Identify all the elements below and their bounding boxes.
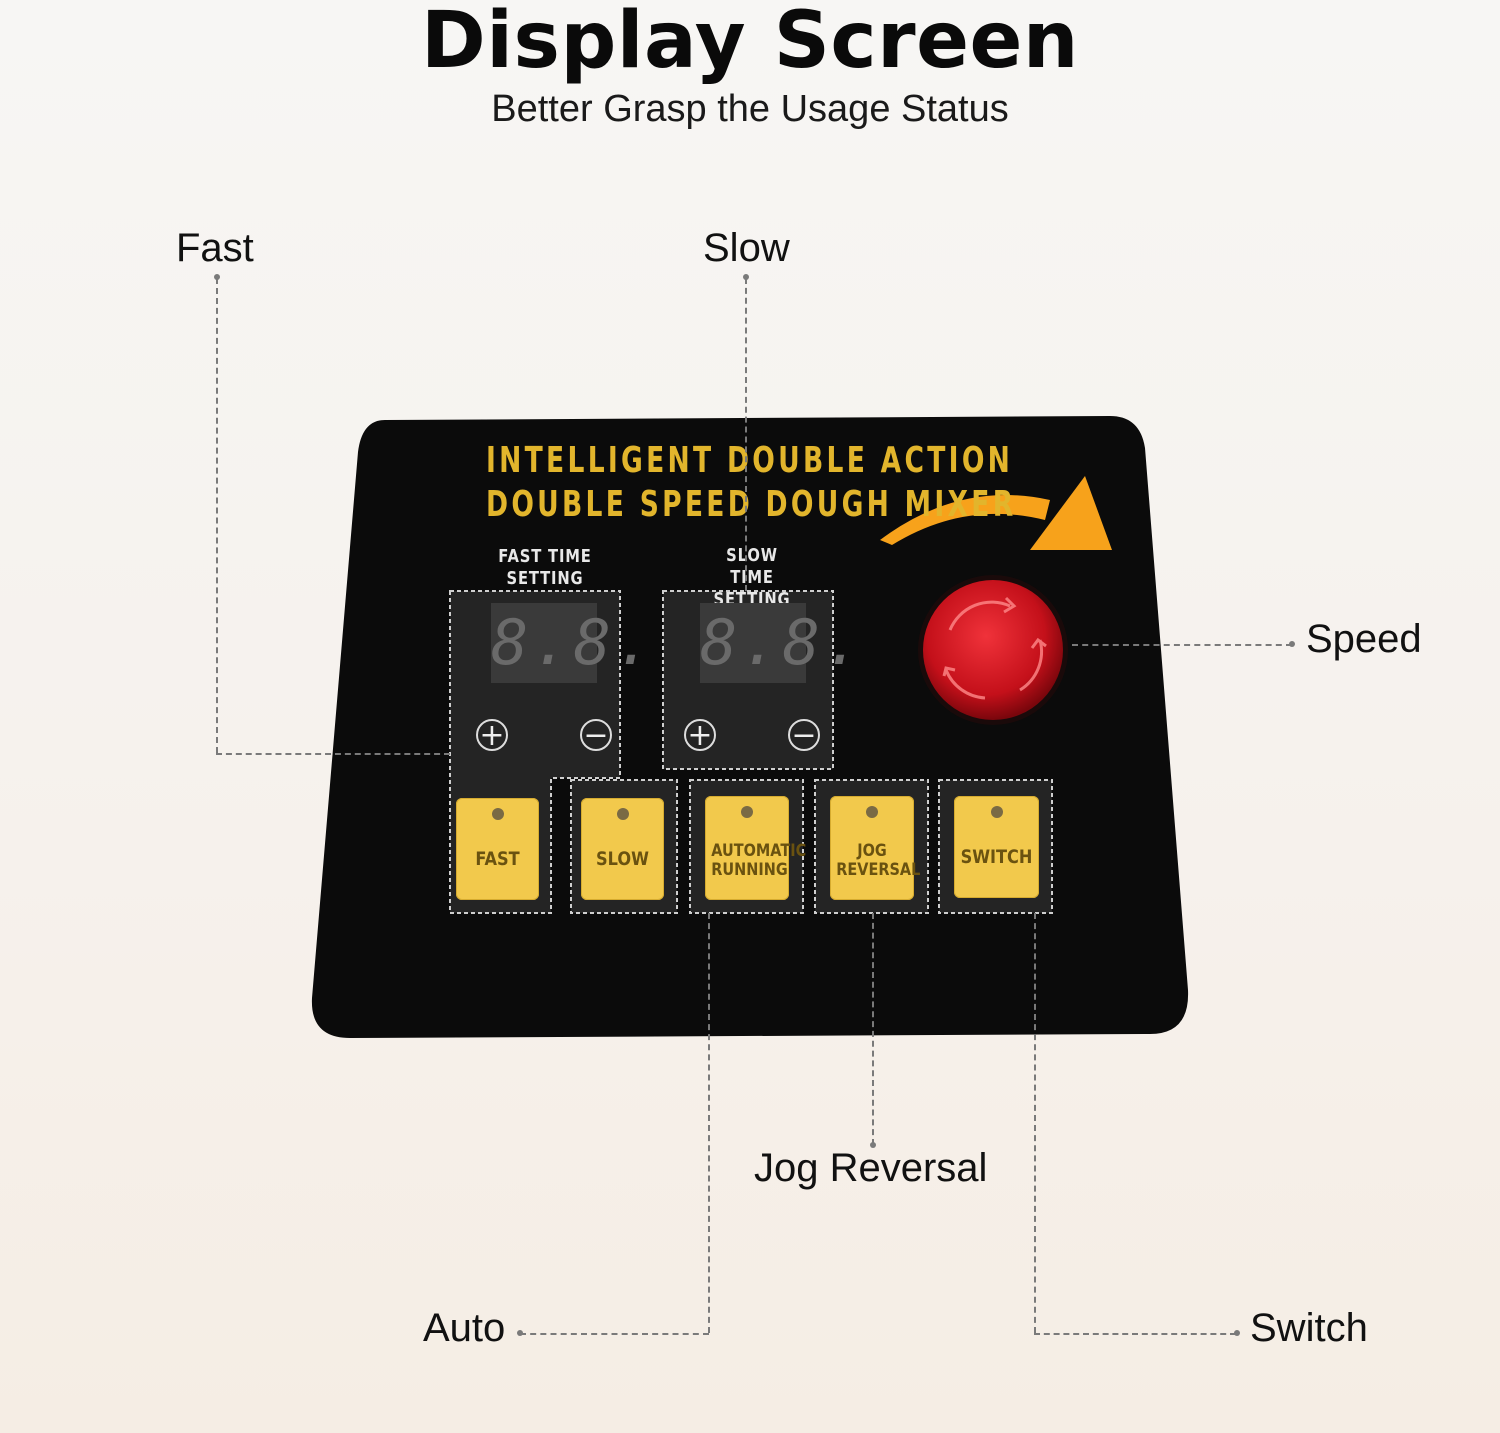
fast-button-label: FAST: [475, 848, 520, 870]
switch-led: [990, 806, 1003, 818]
callout-slow: Slow: [703, 226, 790, 270]
callout-switch-dot: [1234, 1330, 1240, 1336]
slow-time-setting-label: SLOW TIME SETTING: [713, 545, 791, 610]
leader-auto-vertical: [708, 913, 710, 1333]
fast-button[interactable]: FAST: [456, 798, 539, 900]
slow-button-label: SLOW: [596, 848, 649, 870]
callout-jog-dot: [870, 1142, 876, 1148]
leader-slow-vertical: [745, 278, 747, 591]
switch-button[interactable]: SWITCH: [954, 796, 1039, 898]
slow-time-display: 8.8.: [700, 603, 861, 683]
slow-led: [616, 808, 629, 820]
leader-switch-vertical: [1034, 913, 1036, 1333]
fast-time-setting-label: FAST TIME SETTING: [498, 546, 592, 589]
panel-heading-line1: INTELLIGENT DOUBLE ACTION: [486, 440, 1014, 481]
leader-switch-horizontal: [1034, 1333, 1236, 1335]
automatic-running-button[interactable]: AUTOMATIC RUNNING: [705, 796, 807, 900]
page-title: Display Screen: [421, 0, 1079, 86]
jog-reversal-button[interactable]: JOG REVERSAL: [830, 796, 921, 900]
jog-led: [866, 806, 878, 818]
slow-minus-icon[interactable]: −: [788, 719, 820, 751]
switch-button-label: SWITCH: [960, 846, 1033, 868]
fast-minus-icon[interactable]: −: [580, 719, 612, 751]
panel-heading-line2: DOUBLE SPEED DOUGH MIXER: [486, 484, 1017, 525]
rotate-arrows-icon: [942, 596, 1047, 700]
jog-reversal-label: JOG REVERSAL: [836, 841, 921, 880]
speed-knob[interactable]: [918, 575, 1068, 725]
page-subtitle: Better Grasp the Usage Status: [491, 88, 1009, 130]
leader-jog-vertical: [872, 913, 874, 1145]
leader-fast-vertical: [216, 278, 218, 753]
leader-fast-horizontal: [216, 753, 450, 755]
fast-led: [491, 808, 504, 820]
curved-arrow-icon: [880, 476, 1112, 550]
callout-speed: Speed: [1306, 617, 1422, 661]
callout-slow-dot: [743, 274, 749, 280]
callout-jog-reversal: Jog Reversal: [754, 1146, 988, 1190]
callout-fast: Fast: [176, 226, 254, 270]
auto-led: [741, 806, 753, 818]
leader-speed-horizontal: [1072, 644, 1292, 646]
fast-plus-icon[interactable]: +: [476, 719, 508, 751]
leader-auto-horizontal: [520, 1333, 709, 1335]
automatic-running-label: AUTOMATIC RUNNING: [711, 841, 807, 880]
callout-auto: Auto: [423, 1306, 506, 1350]
slow-plus-icon[interactable]: +: [684, 719, 716, 751]
fast-time-display: 8.8.: [491, 603, 652, 683]
callout-fast-dot: [214, 274, 220, 280]
callout-speed-dot: [1289, 641, 1295, 647]
callout-switch: Switch: [1250, 1306, 1368, 1350]
slow-button[interactable]: SLOW: [581, 798, 664, 900]
